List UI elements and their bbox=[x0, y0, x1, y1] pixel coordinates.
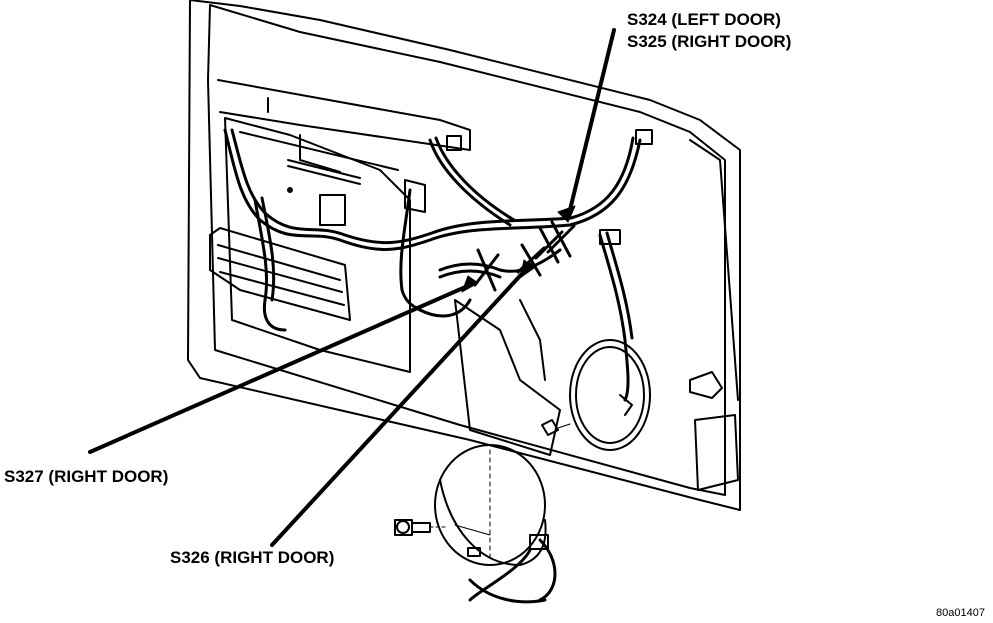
connectors bbox=[287, 129, 653, 550]
label-s324: S324 (LEFT DOOR) bbox=[627, 10, 781, 29]
speaker bbox=[434, 444, 547, 566]
label-s327: S327 (RIGHT DOOR) bbox=[4, 467, 169, 486]
leader-lines bbox=[88, 28, 616, 547]
screw bbox=[394, 519, 446, 536]
label-s326: S326 (RIGHT DOOR) bbox=[170, 548, 335, 567]
figure-id: 80a01407 bbox=[936, 607, 985, 619]
window-regulator bbox=[209, 179, 426, 321]
door-panel bbox=[187, 0, 741, 511]
label-s325: S325 (RIGHT DOOR) bbox=[627, 32, 792, 51]
leader-s327 bbox=[88, 283, 472, 454]
leader-s326 bbox=[270, 263, 532, 547]
leader-s324-s325 bbox=[566, 28, 616, 220]
clip bbox=[541, 419, 571, 436]
speaker-mount bbox=[569, 339, 651, 451]
splice-markers bbox=[473, 220, 576, 292]
